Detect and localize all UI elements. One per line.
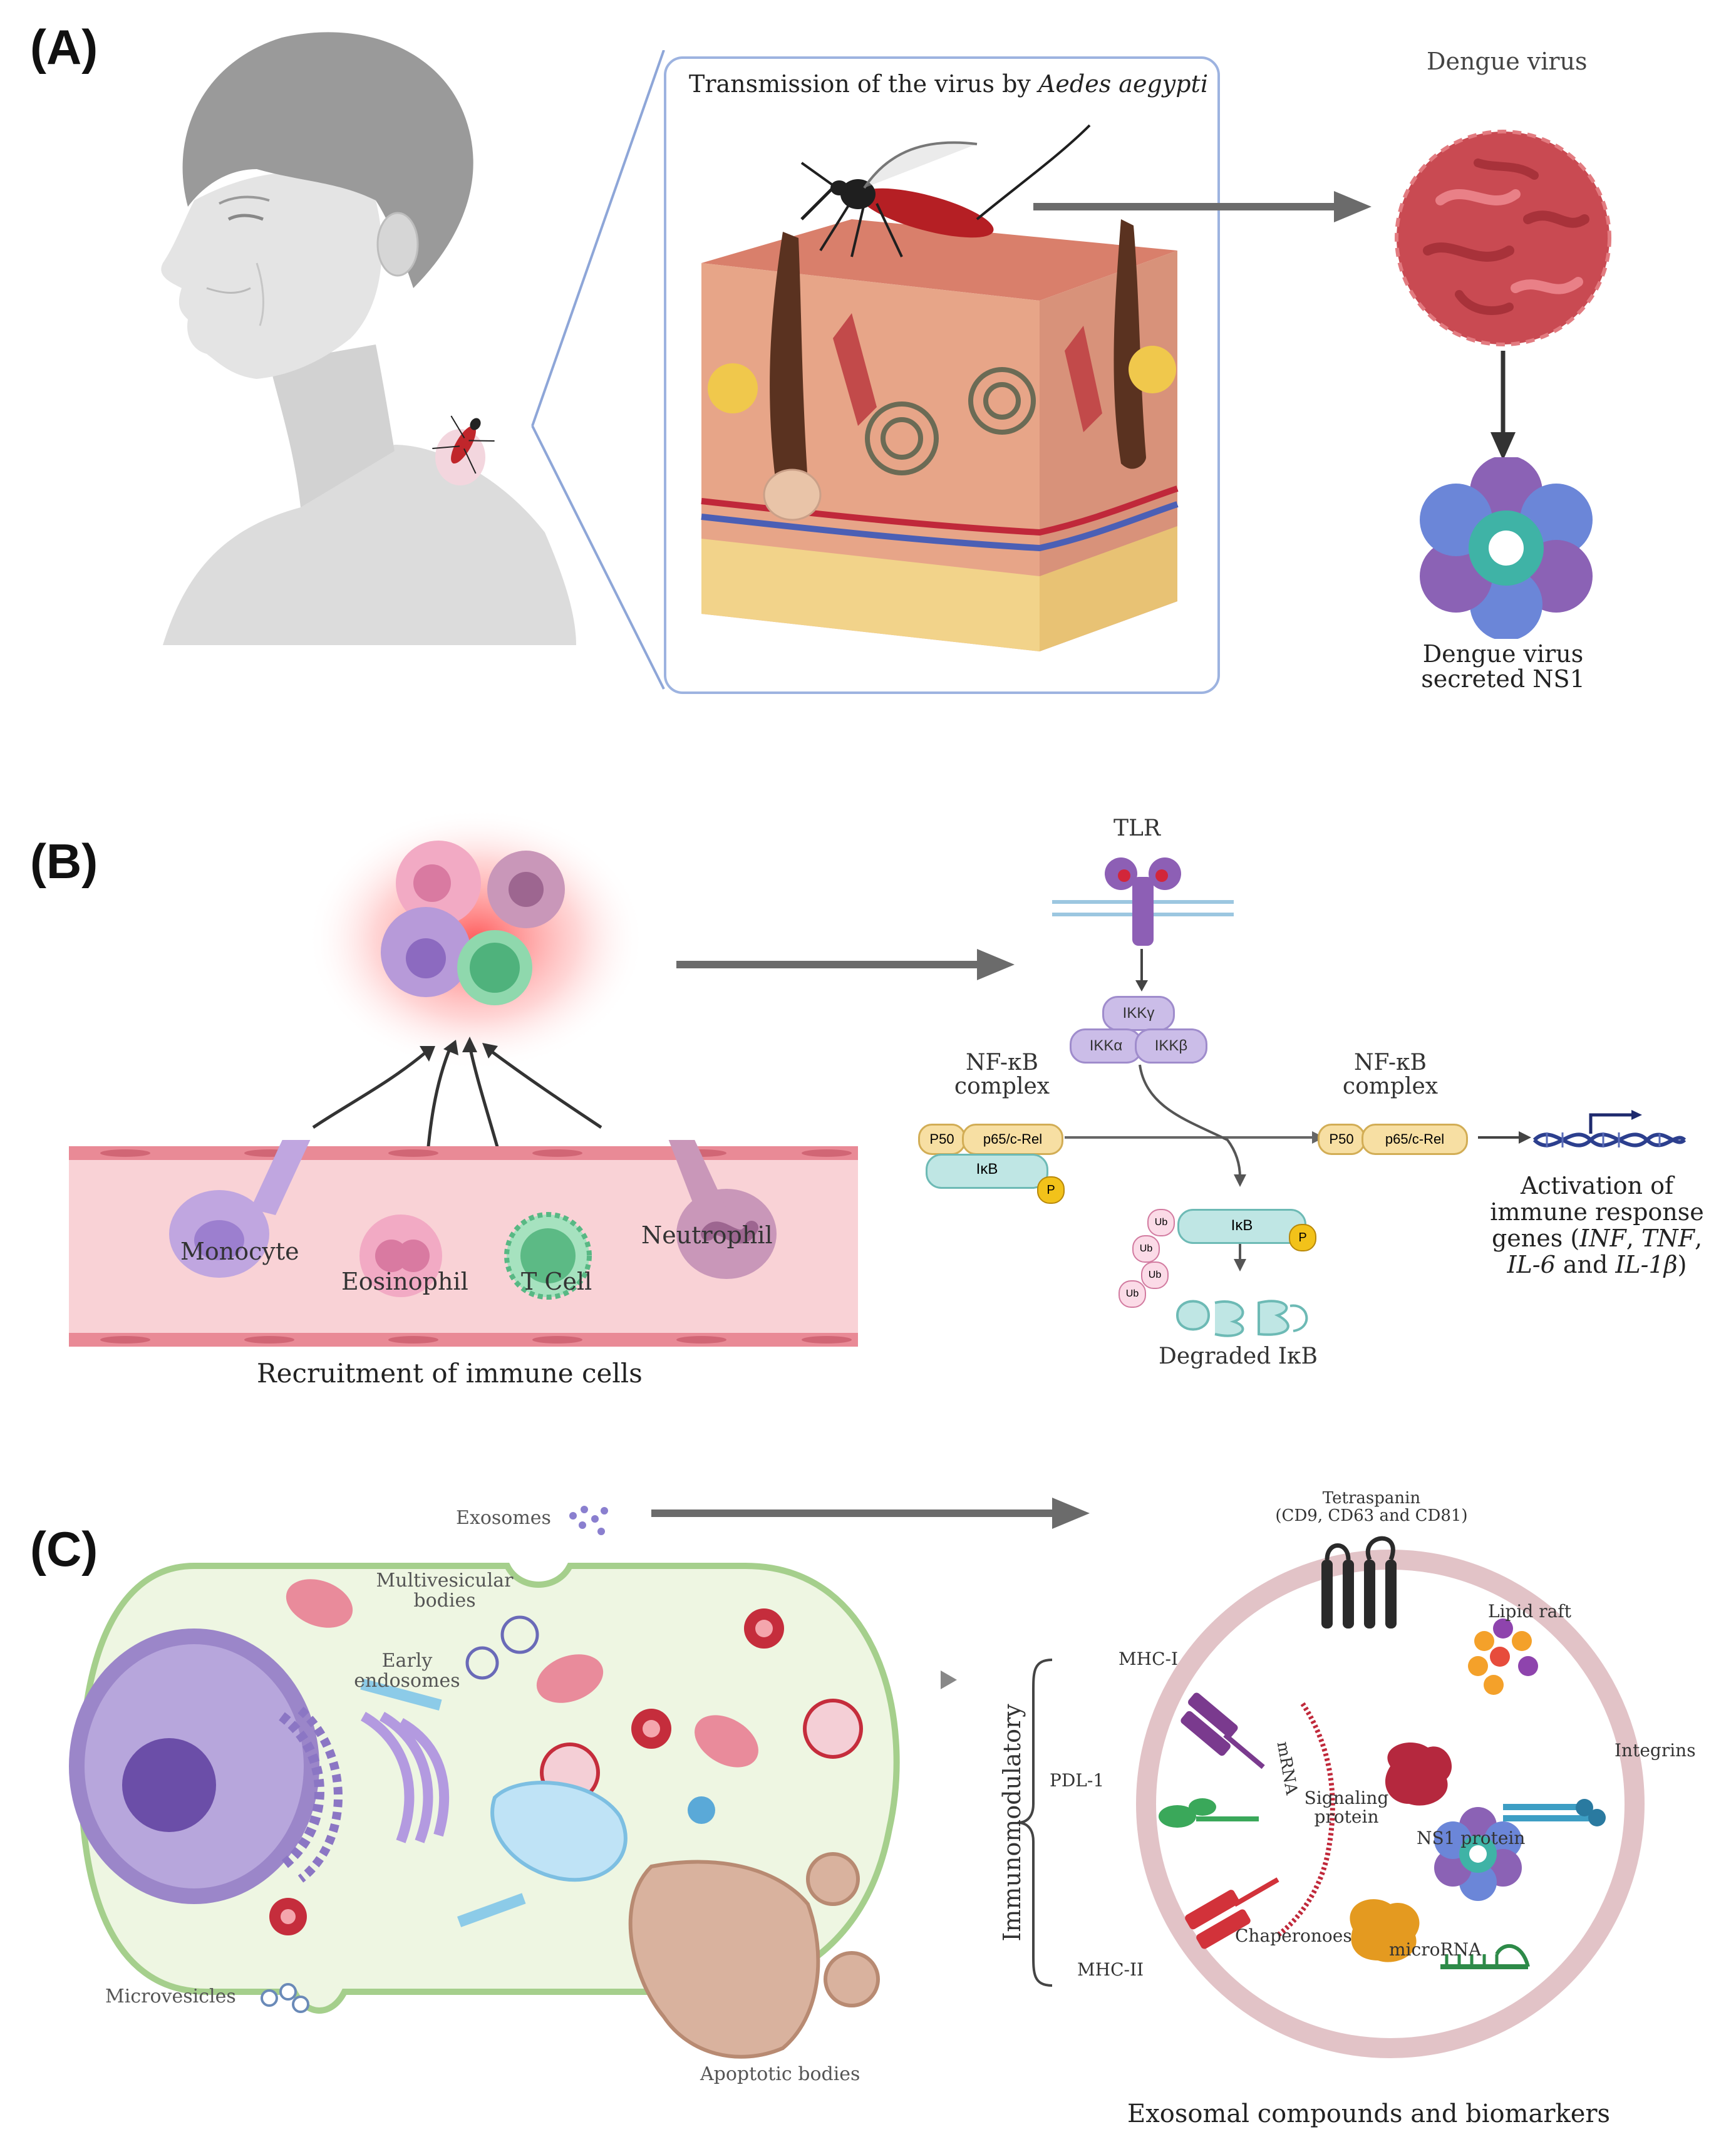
- ub-3: Ub: [1141, 1261, 1169, 1289]
- apoptotic-bodies-label: Apoptotic bodies: [700, 2063, 860, 2085]
- tcell-label: T Cell: [521, 1268, 592, 1295]
- p50-right: P50: [1318, 1124, 1365, 1155]
- immunomodulatory-label: Immunomodulatory: [998, 1704, 1026, 1942]
- skin-block-illustration: [701, 124, 1179, 651]
- arrow-to-ns1: [1491, 351, 1516, 460]
- tlr-receptor-icon: [1052, 857, 1234, 946]
- dna-helix-icon: [1532, 1110, 1687, 1147]
- phospho-ub: P: [1289, 1224, 1316, 1251]
- tetraspanin-label: Tetraspanin(CD9, CD63 and CD81): [1275, 1489, 1468, 1525]
- arrow-tlr-ikk: [1135, 949, 1148, 992]
- integrins-label: Integrins: [1615, 1740, 1696, 1761]
- arrow-to-pathway: [676, 949, 1015, 980]
- microvesicle-icons: [261, 1983, 309, 2013]
- dengue-virus-label: Dengue virus: [1427, 48, 1588, 75]
- arrow-to-exosome: [651, 1498, 1090, 1529]
- arrow-to-virus: [1033, 191, 1372, 222]
- panel-a-label: (A): [30, 19, 98, 75]
- immune-cell-cluster: [307, 808, 645, 1071]
- microrna-label: microRNA: [1389, 1939, 1482, 1960]
- activation-label: Activation of immune response genes (INF…: [1490, 1172, 1704, 1278]
- ikb-ub: IκB: [1177, 1209, 1306, 1244]
- tlr-label: TLR: [1113, 816, 1161, 841]
- exosome-dots: [569, 1506, 608, 1535]
- monocyte-label: Monocyte: [180, 1238, 299, 1265]
- neutrophil-label: Neutrophil: [641, 1221, 773, 1249]
- p50-left: P50: [918, 1124, 966, 1155]
- cell-illustration: [69, 1563, 900, 2059]
- lipid-raft-label: Lipid raft: [1488, 1601, 1571, 1622]
- ns1-hexamer-icon: [1420, 457, 1593, 639]
- microvesicles-label: Microvesicles: [105, 1986, 236, 2007]
- human-bust-illustration: [161, 32, 576, 645]
- ub-4: Ub: [1119, 1280, 1146, 1308]
- exosomal-compounds-label: Exosomal compounds and biomarkers: [1127, 2100, 1611, 2128]
- exosomes-label: Exosomes: [456, 1507, 551, 1529]
- chaperones-label: Chaperonoes: [1235, 1925, 1352, 1946]
- ikb-left: IκB: [926, 1154, 1048, 1189]
- pdl1-label: PDL-1: [1050, 1770, 1105, 1791]
- panel-b-label: (B): [30, 834, 98, 889]
- ub-1: Ub: [1147, 1209, 1175, 1236]
- ns1-protein-label: NS1 protein: [1417, 1828, 1526, 1848]
- phospho-left: P: [1037, 1176, 1065, 1204]
- eosinophil-label: Eosinophil: [341, 1268, 468, 1295]
- pointer-triangle: [941, 1670, 957, 1689]
- p65-right: p65/c-Rel: [1361, 1124, 1468, 1155]
- transmission-title: Transmission of the virus by Aedes aegyp…: [689, 70, 1208, 98]
- dengue-virus-particle: [1395, 130, 1611, 346]
- ikk-gamma: IKKγ: [1102, 996, 1175, 1031]
- ns1-label: Dengue virus secreted NS1: [1421, 640, 1585, 693]
- degraded-ikb-label: Degraded IκB: [1159, 1344, 1318, 1369]
- immunomodulatory-brace: [1017, 1659, 1053, 1987]
- panel-c-label: (C): [30, 1521, 98, 1577]
- ub-2: Ub: [1132, 1235, 1160, 1263]
- p65-left: p65/c-Rel: [962, 1124, 1063, 1155]
- recruitment-label: Recruitment of immune cells: [257, 1358, 643, 1389]
- degraded-ikb-fragments: [1175, 1300, 1308, 1337]
- mhc1-label: MHC-I: [1119, 1649, 1179, 1669]
- exosome-detail: [1136, 1536, 1645, 2058]
- mhc2-label: MHC-II: [1077, 1959, 1144, 1980]
- zoom-lines: [531, 50, 665, 690]
- ikk-beta: IKKβ: [1135, 1028, 1207, 1064]
- blood-vessel: [69, 1140, 858, 1347]
